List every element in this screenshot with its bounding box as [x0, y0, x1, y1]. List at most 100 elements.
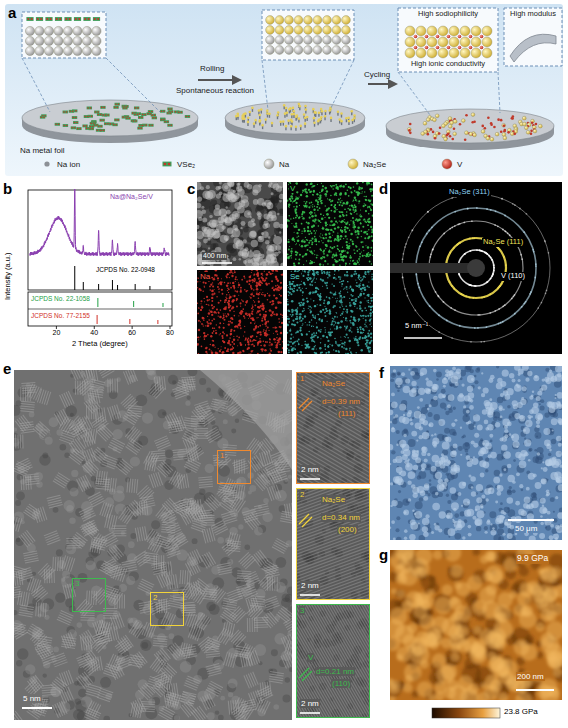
eds-maps	[230, 317, 233, 320]
schematic	[107, 123, 109, 125]
eds-maps	[297, 240, 299, 242]
schematic	[122, 107, 127, 110]
eds-maps	[351, 192, 353, 194]
schematic	[84, 18, 86, 20]
eds-maps	[280, 313, 282, 315]
schematic	[416, 26, 426, 36]
eds-maps	[226, 334, 228, 336]
eds-maps	[313, 185, 314, 186]
eds-maps	[336, 261, 338, 263]
schematic	[93, 17, 100, 21]
schematic	[471, 48, 481, 58]
eds-maps	[265, 330, 267, 332]
schematic	[188, 116, 190, 118]
eds-maps	[369, 200, 371, 202]
schematic	[75, 18, 77, 20]
schematic	[473, 133, 477, 137]
schematic	[294, 16, 303, 25]
eds-maps	[271, 270, 273, 271]
schematic	[247, 121, 250, 124]
xrd-chart	[94, 326, 95, 329]
eds-maps	[353, 186, 355, 188]
schematic	[167, 112, 169, 114]
eds-maps	[340, 202, 342, 204]
schematic	[304, 46, 313, 55]
schematic	[138, 127, 140, 129]
eds-maps	[295, 212, 297, 214]
schematic	[161, 110, 163, 112]
schematic	[100, 106, 105, 109]
eds-maps	[303, 228, 305, 230]
eds-maps	[320, 222, 321, 223]
eds-maps	[212, 282, 213, 283]
eds-maps	[288, 215, 289, 216]
schematic	[340, 120, 343, 123]
eds-maps	[347, 221, 348, 222]
eds-maps	[219, 182, 222, 184]
schematic	[97, 111, 99, 113]
schematic	[151, 114, 156, 117]
eds-maps	[302, 217, 304, 219]
eds-maps	[321, 217, 324, 220]
eds-maps	[355, 234, 356, 235]
eds-maps	[243, 239, 247, 243]
schematic	[398, 8, 498, 72]
eds-maps	[309, 240, 310, 241]
eds-maps	[360, 223, 362, 225]
eds-maps	[267, 299, 269, 301]
eds-maps	[354, 210, 356, 212]
schematic	[408, 129, 411, 132]
schematic	[313, 46, 322, 55]
eds-maps	[202, 210, 207, 215]
eds-maps	[261, 282, 263, 284]
schematic	[295, 115, 298, 118]
schematic	[167, 108, 172, 111]
eds-maps	[314, 238, 316, 240]
schematic	[69, 110, 74, 113]
eds-maps	[334, 238, 336, 240]
schematic	[142, 114, 144, 116]
eds-maps	[364, 196, 365, 197]
schematic	[490, 123, 493, 126]
schematic	[103, 130, 105, 132]
eds-maps	[345, 183, 347, 185]
eds-maps	[339, 185, 342, 188]
eds-maps	[290, 218, 291, 219]
eds-maps	[341, 205, 343, 207]
eds-maps	[335, 209, 336, 210]
eds-maps	[227, 313, 229, 315]
eds-maps	[370, 209, 372, 211]
schematic	[54, 26, 63, 35]
eds-maps	[368, 218, 370, 220]
schematic	[77, 128, 79, 130]
eds-maps	[247, 290, 248, 291]
eds-maps	[213, 278, 216, 281]
eds-maps	[318, 241, 320, 243]
eds-maps	[366, 184, 368, 186]
eds-maps	[268, 271, 270, 273]
eds-maps	[335, 192, 338, 195]
schematic	[137, 114, 139, 116]
schematic	[92, 126, 94, 128]
eds-maps	[232, 341, 234, 343]
eds-maps	[357, 237, 359, 239]
eds-maps	[350, 255, 351, 256]
eds-maps	[331, 210, 333, 212]
eds-maps	[302, 256, 304, 258]
eds-maps	[265, 223, 270, 228]
eds-maps	[331, 256, 333, 258]
schematic	[90, 107, 92, 109]
schematic	[323, 46, 332, 55]
schematic	[100, 125, 102, 127]
eds-maps	[367, 246, 369, 248]
eds-maps	[296, 252, 298, 254]
schematic	[285, 46, 294, 55]
schematic	[449, 135, 452, 138]
eds-maps	[345, 192, 347, 194]
eds-maps	[279, 200, 282, 203]
eds-maps	[368, 255, 369, 256]
eds-maps	[314, 250, 315, 251]
eds-maps	[276, 313, 279, 316]
schematic	[522, 116, 526, 120]
schematic	[63, 111, 65, 113]
